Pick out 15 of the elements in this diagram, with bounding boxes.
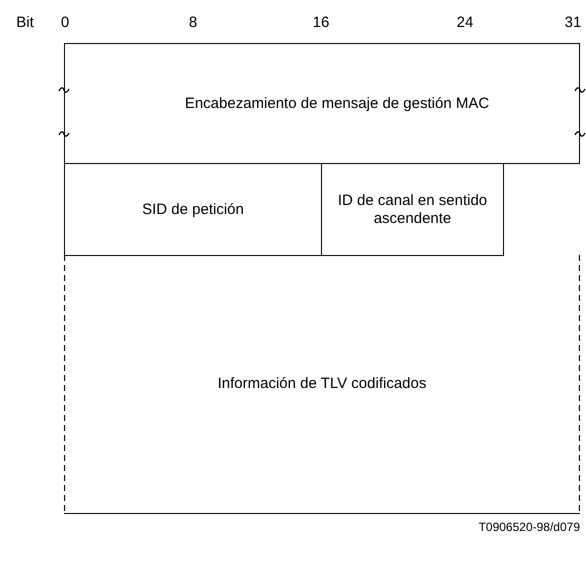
bit-number: 31	[564, 13, 582, 33]
axis-title: Bit	[15, 13, 35, 33]
bit-number: 16	[312, 13, 330, 33]
bit-number: 0	[60, 13, 70, 33]
field-box	[64, 255, 580, 514]
bit-number: 8	[188, 13, 198, 33]
field-box	[64, 163, 322, 256]
figure-code: T0906520-98/d079	[478, 519, 580, 536]
field-label: Encabezamiento de mensaje de gestión MAC	[184, 94, 490, 112]
bit-number: 24	[456, 13, 474, 33]
field-box	[64, 43, 580, 164]
field-label: ID de canal en sentido ascendente	[336, 192, 488, 228]
field-label: SID de petición	[142, 200, 244, 218]
field-box	[321, 163, 504, 256]
field-label: Información de TLV codificados	[216, 375, 428, 393]
